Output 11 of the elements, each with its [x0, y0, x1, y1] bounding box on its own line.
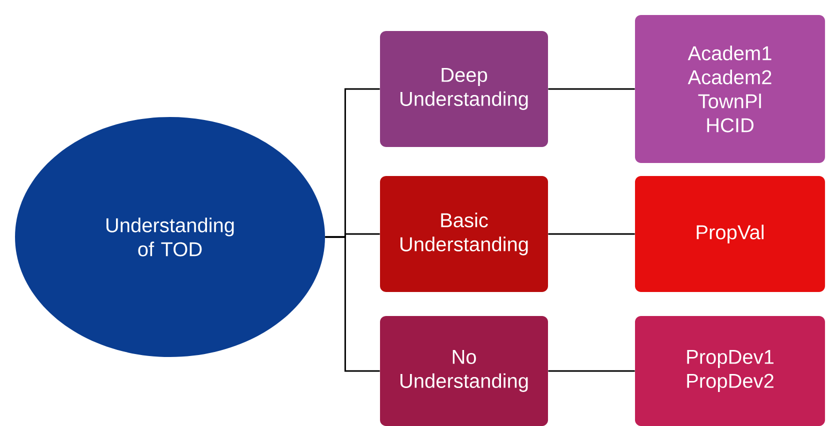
- category-box: Deep Understanding: [380, 31, 548, 147]
- category-box: PropDev1 PropDev2: [635, 316, 825, 426]
- connector-line: [548, 370, 635, 372]
- category-box: PropVal: [635, 176, 825, 292]
- category-box: Basic Understanding: [380, 176, 548, 292]
- category-box: Academ1 Academ2 TownPl HCID: [635, 15, 825, 163]
- category-box: No Understanding: [380, 316, 548, 426]
- connector-line: [548, 88, 635, 90]
- ellipse-node: Understanding of TOD: [15, 117, 325, 357]
- connector-line: [548, 233, 635, 235]
- connector-line: [325, 236, 380, 372]
